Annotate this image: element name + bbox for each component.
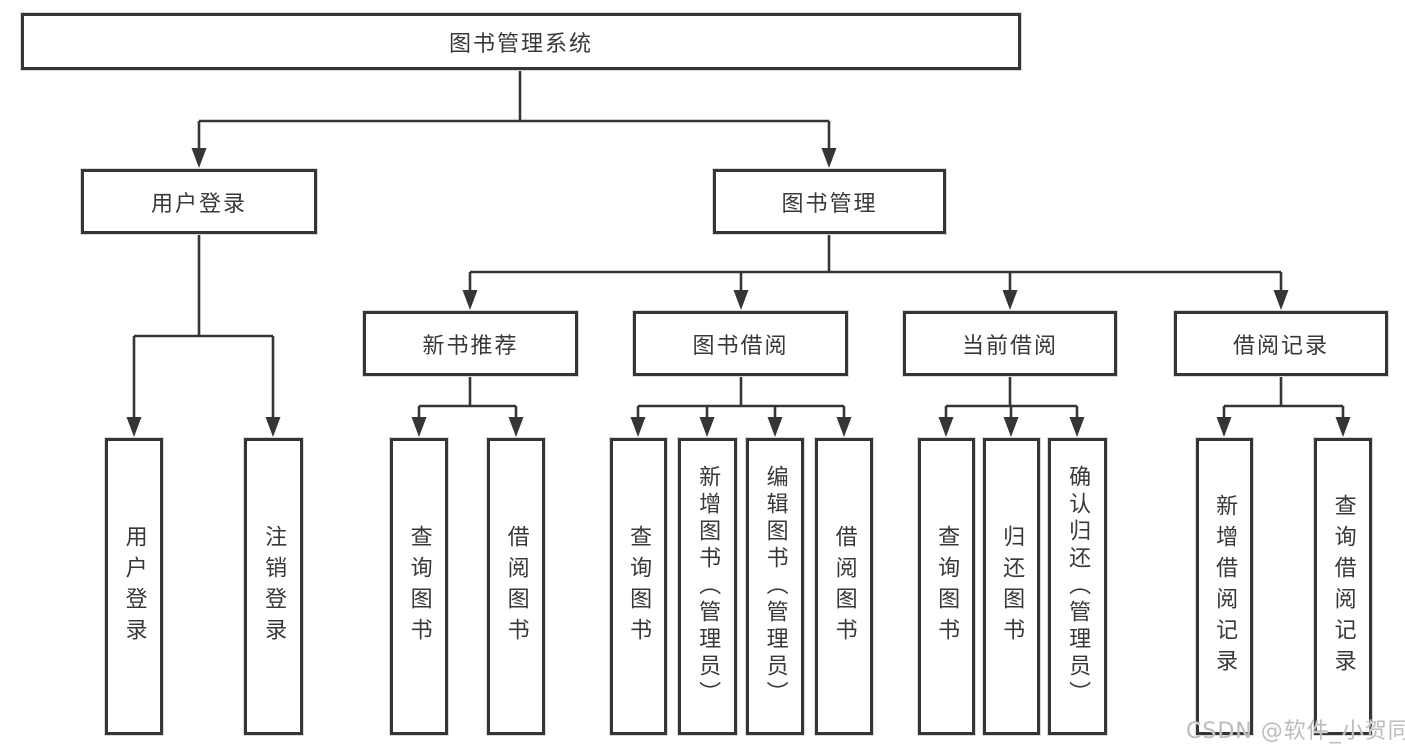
watermark-text: CSDN @软件_小贺同学: [1186, 719, 1405, 744]
leaf-logout: 注销登录: [244, 438, 303, 735]
leaf-label: 新增图书（管理员）: [695, 465, 721, 708]
node-library-management-system: 图书管理系统: [21, 13, 1021, 70]
leaf-add-borrow-record: 新增借阅记录: [1196, 438, 1253, 735]
leaf-label: 借阅图书: [831, 524, 857, 649]
leaf-borrow-books: 借阅图书: [815, 438, 873, 735]
leaf-query-books-recommend: 查询图书: [390, 438, 448, 735]
leaf-label: 借阅图书: [503, 524, 529, 649]
leaf-user-login: 用户登录: [105, 438, 163, 735]
node-book-management: 图书管理: [713, 169, 946, 234]
leaf-label: 用户登录: [121, 524, 147, 649]
leaf-query-borrow-record: 查询借阅记录: [1314, 438, 1372, 735]
leaf-label: 查询借阅记录: [1330, 493, 1356, 680]
leaf-label: 编辑图书（管理员）: [762, 465, 788, 708]
leaf-borrow-books-recommend: 借阅图书: [487, 438, 545, 735]
arrow-down-icons: [126, 148, 1351, 437]
leaf-query-books-borrow: 查询图书: [610, 438, 667, 735]
leaf-label: 注销登录: [261, 524, 287, 649]
leaf-label: 归还图书: [999, 524, 1025, 649]
leaf-label: 查询图书: [626, 524, 652, 649]
node-new-book-recommendation: 新书推荐: [363, 311, 578, 376]
leaf-label: 新增借阅记录: [1212, 493, 1238, 680]
node-borrowing-records: 借阅记录: [1174, 311, 1388, 376]
leaf-label: 确认归还（管理员）: [1065, 465, 1091, 708]
leaf-add-books-admin: 新增图书（管理员）: [678, 438, 737, 735]
leaf-confirm-return-admin: 确认归还（管理员）: [1048, 438, 1107, 735]
leaf-return-books: 归还图书: [983, 438, 1040, 735]
node-current-borrowing: 当前借阅: [903, 311, 1117, 376]
leaf-edit-books-admin: 编辑图书（管理员）: [746, 438, 804, 735]
node-user-login: 用户登录: [81, 169, 317, 234]
leaf-query-books-current: 查询图书: [918, 438, 975, 735]
leaf-label: 查询图书: [934, 524, 960, 649]
leaf-label: 查询图书: [406, 524, 432, 649]
node-book-borrowing: 图书借阅: [633, 311, 848, 376]
connector-lines: [132, 70, 1345, 419]
